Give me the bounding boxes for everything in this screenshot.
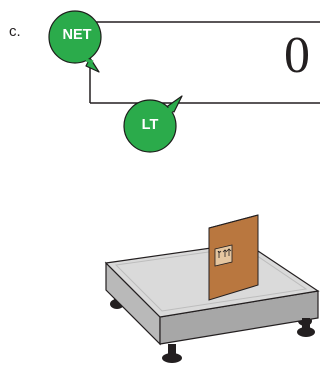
lt-indicator-icon <box>123 95 183 153</box>
net-indicator-label: NET <box>62 27 92 43</box>
fragile-this-side-up-icon <box>214 244 233 267</box>
display-value: 0 <box>284 27 310 84</box>
cardboard-box <box>208 214 259 301</box>
net-indicator-icon <box>48 10 102 73</box>
step-label: c. <box>9 23 21 40</box>
lt-indicator-label: LT <box>141 117 159 133</box>
